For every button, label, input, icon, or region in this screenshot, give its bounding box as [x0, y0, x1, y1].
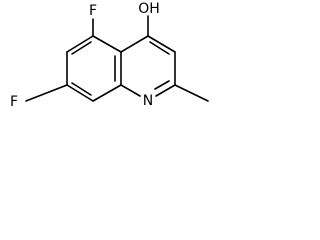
bond-c5-c6 — [66, 35, 94, 53]
double-bond-c5-c6-inner — [71, 41, 92, 55]
bond-c2-methyl — [174, 84, 209, 102]
bond-c8-c8a — [92, 84, 122, 102]
nitrogen-label: N — [143, 93, 153, 109]
bond-c7-c8 — [66, 84, 94, 102]
fluorine-top-label: F — [89, 3, 97, 19]
molecule-structure: OH F F N — [10, 1, 209, 110]
double-bond-c4-c3-inner — [149, 41, 170, 55]
hydroxyl-label: OH — [138, 1, 160, 17]
bond-c4a-c5 — [92, 35, 122, 53]
double-bond-c2-n1-inner — [154, 80, 170, 90]
bond-c4-c3 — [147, 35, 176, 53]
bond-c2-n1 — [155, 84, 176, 97]
bond-c4a-c4 — [120, 35, 149, 53]
fluorine-left-label: F — [10, 94, 18, 110]
bond-c7-f — [25, 84, 68, 102]
double-bond-c7-c8-inner — [71, 82, 92, 96]
bond-n1-c8a — [120, 84, 141, 97]
